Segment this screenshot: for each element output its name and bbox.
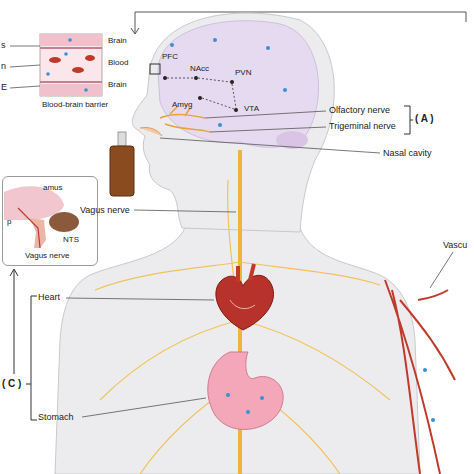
molecule-dots <box>170 38 287 127</box>
stomach <box>208 352 283 429</box>
endothelium <box>40 48 102 82</box>
inset-caption: Blood-brain barrier <box>42 100 108 109</box>
region-label: PFC <box>162 52 178 61</box>
nerve-label: Olfactory nerve <box>329 105 390 115</box>
molecule-dots <box>423 368 435 422</box>
molecule-dots <box>226 393 264 414</box>
blood-vessels <box>385 280 455 474</box>
peripheral-nerves <box>95 180 390 474</box>
group-label: ( A ) <box>415 113 434 125</box>
region-label: p <box>7 217 11 226</box>
leader-lines <box>134 111 453 288</box>
focus-square <box>150 64 160 74</box>
heart <box>216 275 274 330</box>
organ-label: Heart <box>38 292 60 302</box>
cropped-label: E <box>1 82 7 92</box>
nucleus-dots <box>163 76 238 112</box>
bracket <box>26 296 37 420</box>
region-label: NAcc <box>190 64 209 73</box>
red-cells <box>49 55 95 73</box>
molecule-dots <box>46 38 88 92</box>
aorta <box>238 264 254 282</box>
pathway-dotted <box>167 78 236 109</box>
head-outline <box>132 13 334 232</box>
leader-lines <box>66 298 214 417</box>
region-label: PVN <box>235 68 251 77</box>
heart-detail <box>230 300 255 309</box>
nerve-label: Vagus nerve <box>25 251 69 260</box>
region-label: NTS <box>63 235 79 244</box>
region-label: VTA <box>244 104 259 113</box>
region-label: Brain <box>108 36 127 45</box>
cropped-label: s <box>1 40 6 50</box>
organ-label: Stomach <box>38 412 74 422</box>
leader-lines <box>10 46 40 88</box>
region-label: amus <box>43 183 63 192</box>
cranial-nerves <box>160 106 210 132</box>
region-label: Blood <box>108 58 128 67</box>
inset-frame <box>40 34 102 96</box>
cropped-label: n <box>1 61 6 71</box>
inset-panel: BrainBloodBrainBlood-brain barrier <box>40 34 136 114</box>
region-label: Brain <box>108 80 127 89</box>
cerebellum <box>49 212 79 232</box>
spray-bottle <box>110 146 134 196</box>
vagus-path <box>18 208 40 248</box>
bracket <box>404 106 413 134</box>
torso-outline <box>55 228 420 474</box>
inset-panel: amus pNTS Vagus nerve <box>2 176 98 266</box>
spray-nozzle <box>118 132 126 146</box>
nerve-label: Vagus nerve <box>80 205 130 215</box>
nerve-label: Trigeminal nerve <box>329 121 396 131</box>
arrow-head <box>131 28 139 34</box>
cropped-label: Vascu <box>443 240 467 250</box>
part-label: Nasal cavity <box>383 148 432 158</box>
brain-band <box>40 34 102 46</box>
region-label: Amyg <box>172 100 192 109</box>
nasal-cavity <box>140 127 162 136</box>
group-label: ( C ) <box>2 378 21 390</box>
brain-band <box>40 84 102 96</box>
pointer-arrow <box>10 269 18 374</box>
